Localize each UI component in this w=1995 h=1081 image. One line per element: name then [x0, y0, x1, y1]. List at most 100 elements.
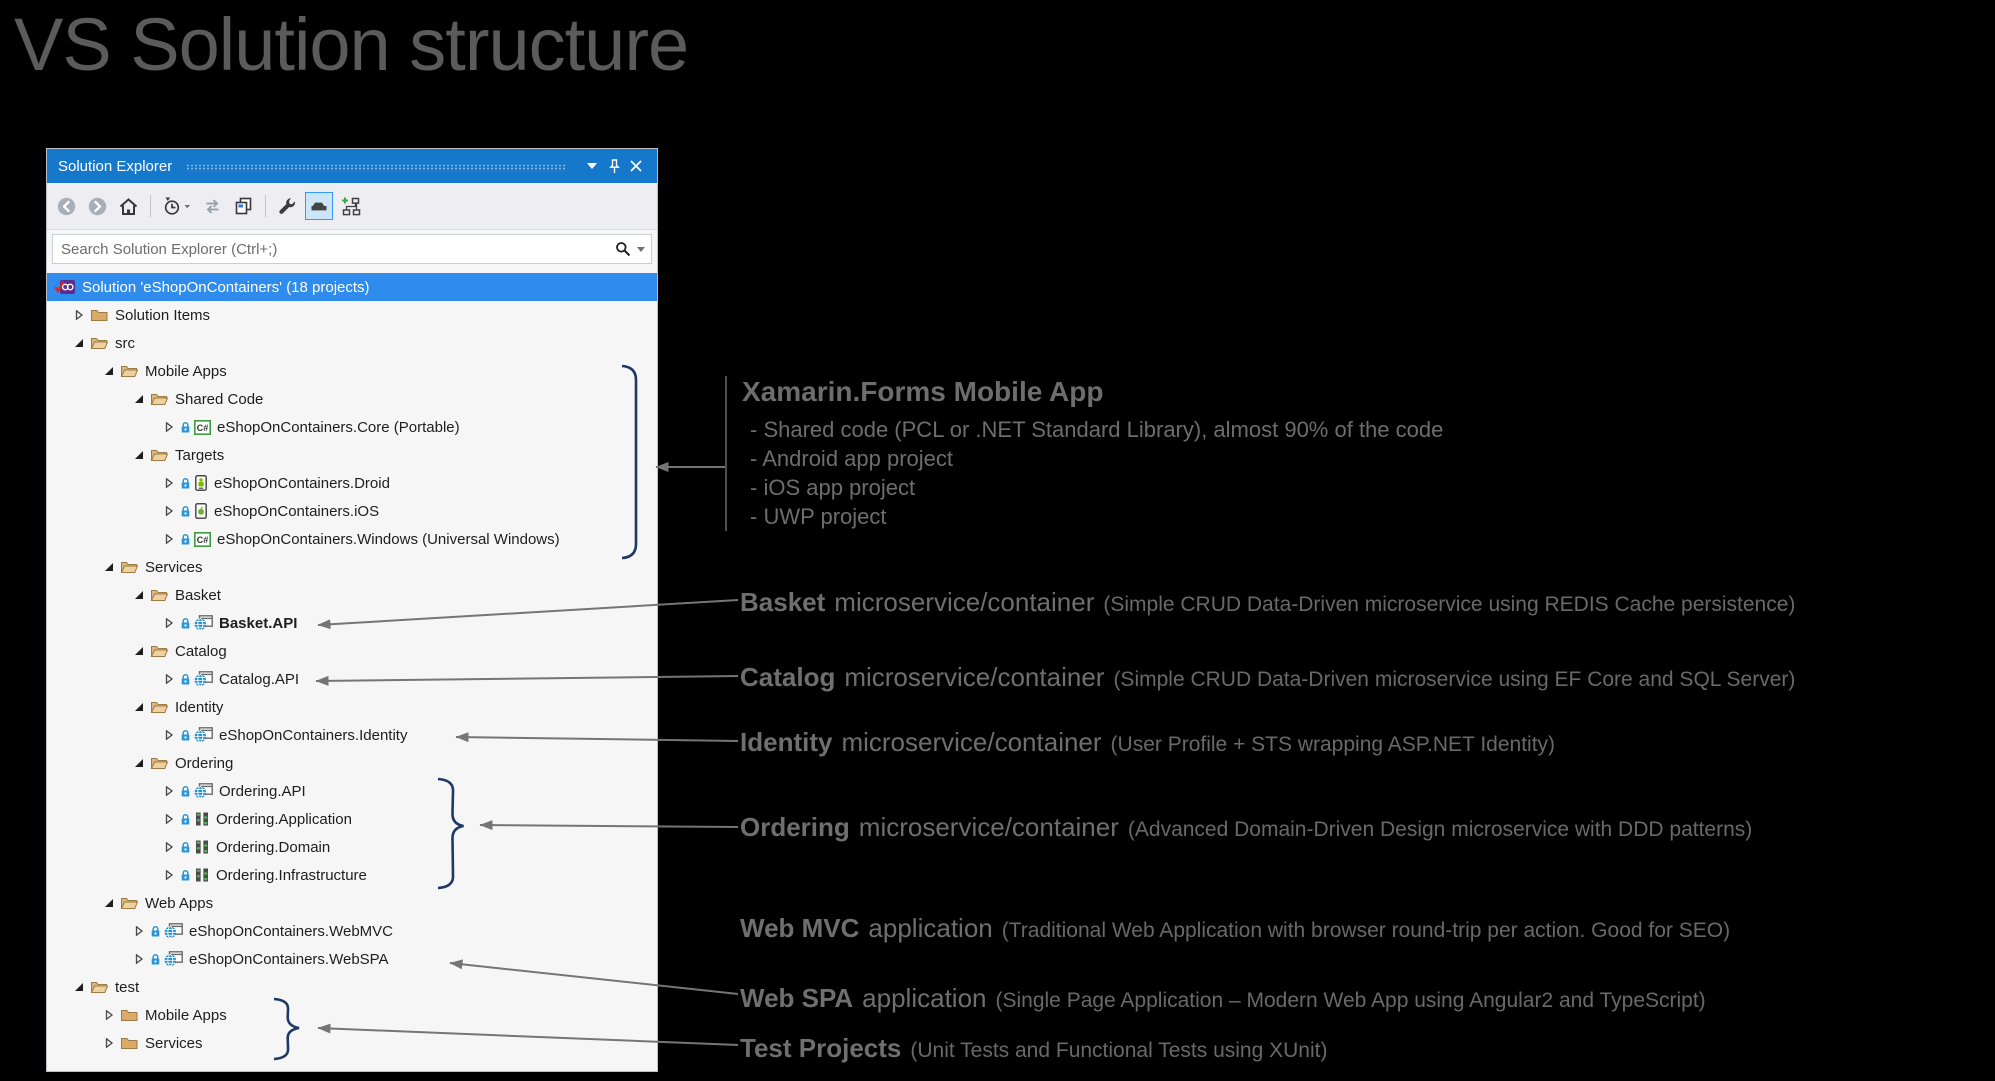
tree-item-mobile-apps[interactable]: Mobile Apps	[47, 357, 657, 385]
tree-item-eshoponcontainers-identity[interactable]: eShopOnContainers.Identity	[47, 721, 657, 749]
tree-item-services[interactable]: Services	[47, 553, 657, 581]
collapse-arrow-icon[interactable]	[133, 450, 144, 460]
tree-item-label: Ordering.Infrastructure	[216, 866, 367, 884]
folder-open-icon	[150, 587, 169, 603]
tree-item-label: Shared Code	[175, 390, 264, 408]
collapse-arrow-icon[interactable]	[133, 702, 144, 712]
search-dropdown-icon[interactable]	[637, 246, 645, 252]
collapse-arrow-icon[interactable]	[133, 646, 144, 656]
expand-arrow-icon[interactable]	[133, 926, 144, 936]
solution-tree: Solution 'eShopOnContainers' (18 project…	[47, 268, 657, 1071]
callout-lead: Ordering	[740, 812, 850, 842]
search-input[interactable]	[59, 239, 609, 259]
expand-arrow-icon[interactable]	[163, 478, 174, 488]
tree-item-ordering-api[interactable]: Ordering.API	[47, 777, 657, 805]
tree-item-solution-eshoponcontainers-18-projects[interactable]: Solution 'eShopOnContainers' (18 project…	[47, 273, 657, 301]
collapse-arrow-icon[interactable]	[103, 366, 114, 376]
collapse-arrow-icon[interactable]	[103, 898, 114, 908]
toolbar-forward-button[interactable]	[84, 192, 111, 220]
expand-arrow-icon[interactable]	[163, 674, 174, 684]
lock-icon	[180, 841, 191, 854]
titlebar-grip[interactable]	[186, 163, 567, 171]
tree-item-eshoponcontainers-webmvc[interactable]: eShopOnContainers.WebMVC	[47, 917, 657, 945]
collapse-arrow-icon[interactable]	[133, 758, 144, 768]
expand-arrow-icon[interactable]	[103, 1038, 114, 1048]
expand-arrow-icon[interactable]	[133, 954, 144, 964]
callout-rest: application	[862, 983, 987, 1013]
pin-icon[interactable]	[603, 155, 625, 177]
callout-detail: (Single Page Application – Modern Web Ap…	[995, 989, 1706, 1012]
expand-arrow-icon[interactable]	[73, 310, 84, 320]
annotation-xamarin-bullets: - Shared code (PCL or .NET Standard Libr…	[742, 415, 1443, 531]
annotation-bullet: - Shared code (PCL or .NET Standard Libr…	[750, 417, 1444, 442]
tree-item-eshoponcontainers-droid[interactable]: eShopOnContainers.Droid	[47, 469, 657, 497]
panel-titlebar[interactable]: Solution Explorer	[47, 149, 657, 183]
tree-item-ordering-application[interactable]: Ordering.Application	[47, 805, 657, 833]
expand-arrow-icon[interactable]	[163, 422, 174, 432]
folder-open-icon	[150, 699, 169, 715]
collapse-arrow-icon[interactable]	[73, 982, 84, 992]
tree-item-eshoponcontainers-webspa[interactable]: eShopOnContainers.WebSPA	[47, 945, 657, 973]
collapse-arrow-icon[interactable]	[133, 590, 144, 600]
tree-item-basket[interactable]: Basket	[47, 581, 657, 609]
folder-closed-icon	[120, 1035, 139, 1051]
solution-explorer-panel: Solution Explorer Solution 'eShopOnConta…	[46, 148, 658, 1072]
tree-item-catalog-api[interactable]: Catalog.API	[47, 665, 657, 693]
expand-arrow-icon[interactable]	[163, 842, 174, 852]
search-icon[interactable]	[615, 241, 631, 257]
callout-rest: application	[868, 913, 993, 943]
toolbar-collapse-all-button[interactable]	[230, 192, 257, 220]
tree-item-test[interactable]: test	[47, 973, 657, 1001]
toolbar-back-button[interactable]	[53, 192, 80, 220]
collapse-arrow-icon[interactable]	[133, 394, 144, 404]
classlib-icon	[194, 839, 210, 855]
tree-item-ordering[interactable]: Ordering	[47, 749, 657, 777]
tree-item-services-2[interactable]: Services	[47, 1029, 657, 1057]
tree-item-web-apps[interactable]: Web Apps	[47, 889, 657, 917]
tree-item-src[interactable]: src	[47, 329, 657, 357]
expand-arrow-icon[interactable]	[163, 618, 174, 628]
toolbar-properties-wrench-button[interactable]	[274, 192, 301, 220]
lock-icon	[180, 617, 191, 630]
tree-item-label: Ordering.Domain	[216, 838, 331, 856]
tree-item-label: eShopOnContainers.Droid	[214, 474, 390, 492]
tree-item-eshoponcontainers-ios[interactable]: eShopOnContainers.iOS	[47, 497, 657, 525]
expand-arrow-icon[interactable]	[163, 870, 174, 880]
collapse-arrow-icon[interactable]	[103, 562, 114, 572]
tree-item-eshoponcontainers-core-portable[interactable]: C#eShopOnContainers.Core (Portable)	[47, 413, 657, 441]
tree-item-solution-items[interactable]: Solution Items	[47, 301, 657, 329]
tree-item-eshoponcontainers-windows-universal-windows[interactable]: C#eShopOnContainers.Windows (Universal W…	[47, 525, 657, 553]
toolbar-sync-with-active-document-button[interactable]	[337, 192, 365, 220]
callout-detail: (Unit Tests and Functional Tests using X…	[910, 1039, 1328, 1062]
expand-arrow-icon[interactable]	[163, 506, 174, 516]
tree-item-ordering-domain[interactable]: Ordering.Domain	[47, 833, 657, 861]
toolbar-home-button[interactable]	[115, 192, 142, 220]
tree-item-identity[interactable]: Identity	[47, 693, 657, 721]
toolbar-sync-button[interactable]	[199, 192, 226, 220]
collapse-arrow-icon[interactable]	[73, 338, 84, 348]
search-box[interactable]	[52, 234, 652, 264]
expand-arrow-icon[interactable]	[163, 814, 174, 824]
expand-arrow-icon[interactable]	[163, 534, 174, 544]
tree-item-targets[interactable]: Targets	[47, 441, 657, 469]
lock-icon	[180, 785, 191, 798]
tree-item-ordering-infrastructure[interactable]: Ordering.Infrastructure	[47, 861, 657, 889]
sync-with-active-document-icon	[340, 196, 362, 217]
window-position-chevron-icon[interactable]	[581, 155, 603, 177]
tree-item-mobile-apps-2[interactable]: Mobile Apps	[47, 1001, 657, 1029]
annotation-bullet: - UWP project	[750, 504, 887, 529]
tree-item-shared-code[interactable]: Shared Code	[47, 385, 657, 413]
toolbar-show-all-files-button[interactable]	[305, 192, 333, 220]
tree-item-basket-api[interactable]: Basket.API	[47, 609, 657, 637]
toolbar-history-filter-button[interactable]	[159, 192, 195, 220]
close-icon[interactable]	[625, 155, 647, 177]
callout-lead: Test Projects	[740, 1033, 902, 1063]
callout-rest: microservice/container	[841, 727, 1102, 757]
expand-arrow-icon[interactable]	[103, 1010, 114, 1020]
expand-arrow-icon[interactable]	[163, 730, 174, 740]
expand-arrow-icon[interactable]	[163, 786, 174, 796]
tree-item-catalog[interactable]: Catalog	[47, 637, 657, 665]
tree-item-label: Ordering.API	[219, 782, 306, 800]
